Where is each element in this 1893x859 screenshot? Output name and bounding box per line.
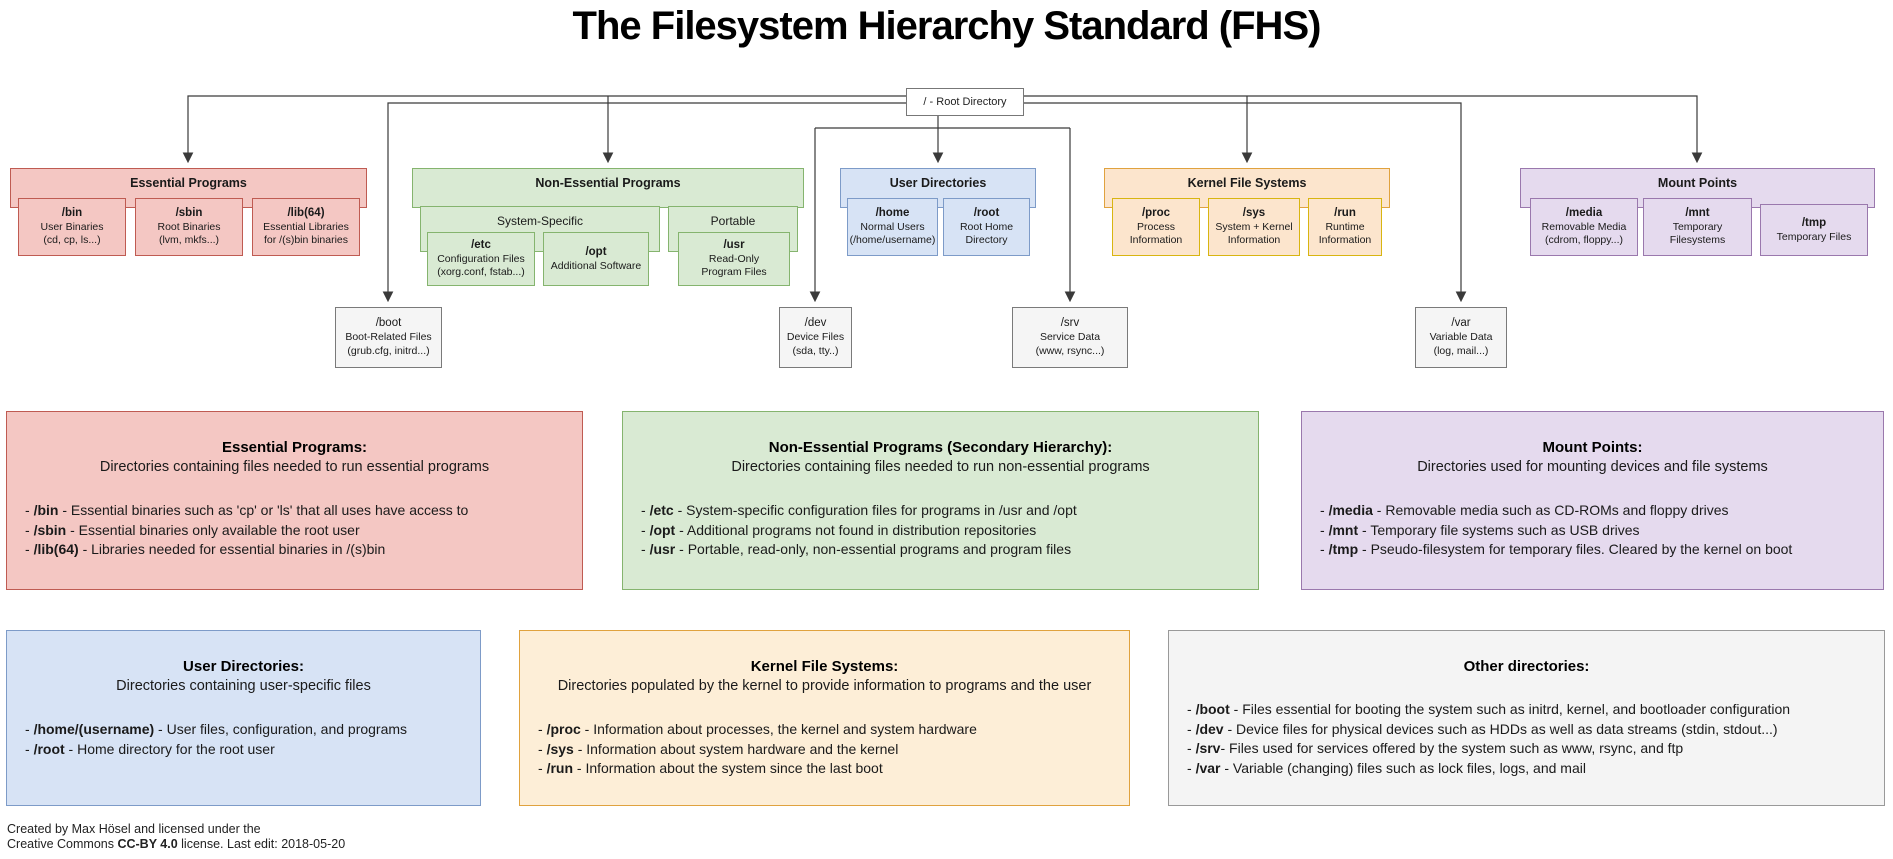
node-home: /home Normal Users (/home/username) xyxy=(847,198,938,256)
page-title: The Filesystem Hierarchy Standard (FHS) xyxy=(572,4,1322,48)
panel-bullets: - /boot - Files essential for booting th… xyxy=(1187,700,1866,778)
bullet-dev: - /dev - Device files for physical devic… xyxy=(1187,720,1778,737)
bullet-var: - /var - Variable (changing) files such … xyxy=(1187,759,1586,776)
node-lib64: /lib(64) Essential Libraries for /(s)bin… xyxy=(252,198,360,256)
node-media: /media Removable Media (cdrom, floppy...… xyxy=(1530,198,1638,256)
panel-bullets: - /etc - System-specific configuration f… xyxy=(641,501,1240,560)
group-user-directories-label: User Directories xyxy=(889,176,987,190)
subgroup-system-specific-label: System-Specific xyxy=(496,214,584,228)
bullet-etc: - /etc - System-specific configuration f… xyxy=(641,502,1077,518)
panel-other-directories: Other directories: - /boot - Files essen… xyxy=(1168,630,1885,806)
bullet-media: - /media - Removable media such as CD-RO… xyxy=(1320,502,1729,518)
panel-mount-points: Mount Points: Directories used for mount… xyxy=(1301,411,1884,590)
bullet-sbin: - /sbin - Essential binaries only availa… xyxy=(25,521,360,538)
node-run: /run Runtime Information xyxy=(1308,198,1382,256)
panel-subtitle: Directories containing files needed to r… xyxy=(731,459,1150,475)
group-kernel-file-systems-label: Kernel File Systems xyxy=(1187,176,1307,190)
node-srv: /srv Service Data (www, rsync...) xyxy=(1012,307,1128,368)
node-proc: /proc Process Information xyxy=(1112,198,1200,256)
node-sbin: /sbin Root Binaries (lvm, mkfs...) xyxy=(135,198,243,256)
bullet-proc: - /proc - Information about processes, t… xyxy=(538,721,977,737)
bullet-sys: - /sys - Information about system hardwa… xyxy=(538,740,899,757)
group-mount-points-label: Mount Points xyxy=(1657,176,1738,190)
root-directory-node: / - Root Directory xyxy=(906,88,1024,116)
subgroup-portable-label: Portable xyxy=(710,214,756,228)
node-var: /var Variable Data (log, mail...) xyxy=(1415,307,1507,368)
panel-kernel-file-systems: Kernel File Systems: Directories populat… xyxy=(519,630,1130,806)
attribution-line-1: Created by Max Hösel and licensed under … xyxy=(7,822,261,836)
panel-nonessential-programs: Non-Essential Programs (Secondary Hierar… xyxy=(622,411,1259,590)
bullet-srv: - /srv- Files used for services offered … xyxy=(1187,740,1684,756)
group-nonessential-programs-label: Non-Essential Programs xyxy=(535,176,681,190)
group-nonessential-programs: Non-Essential Programs xyxy=(412,168,804,208)
panel-bullets: - /bin - Essential binaries such as 'cp'… xyxy=(25,501,564,560)
panel-subtitle: Directories populated by the kernel to p… xyxy=(557,678,1092,694)
panel-subtitle: Directories containing files needed to r… xyxy=(99,459,490,475)
panel-title: Kernel File Systems: xyxy=(750,658,899,675)
panel-bullets: - /proc - Information about processes, t… xyxy=(538,720,1111,779)
bullet-tmp: - /tmp - Pseudo-filesystem for temporary… xyxy=(1320,541,1793,557)
panel-essential-programs: Essential Programs: Directories containi… xyxy=(6,411,583,590)
connector-mount-points xyxy=(1022,95,1703,164)
panel-title: Mount Points: xyxy=(1542,439,1643,456)
bullet-opt: - /opt - Additional programs not found i… xyxy=(641,521,1037,538)
panel-title: Non-Essential Programs (Secondary Hierar… xyxy=(768,439,1113,456)
panel-user-directories: User Directories: Directories containing… xyxy=(6,630,481,806)
root-directory-label: / - Root Directory xyxy=(923,96,1007,108)
bullet-lib64: - /lib(64) - Libraries needed for essent… xyxy=(25,541,386,557)
node-tmp: /tmp Temporary Files xyxy=(1760,204,1868,256)
node-bin: /bin User Binaries (cd, cp, ls...) xyxy=(18,198,126,256)
panel-title: Essential Programs: xyxy=(221,439,368,456)
bullet-usr: - /usr - Portable, read-only, non-essent… xyxy=(641,541,1072,557)
group-essential-programs-label: Essential Programs xyxy=(130,176,247,190)
node-root-home: /root Root Home Directory xyxy=(943,198,1030,256)
node-boot: /boot Boot-Related Files (grub.cfg, init… xyxy=(335,307,442,368)
panel-title: Other directories: xyxy=(1463,658,1590,675)
bullet-run: - /run - Information about the system si… xyxy=(538,760,883,776)
bullet-mnt: - /mnt - Temporary file systems such as … xyxy=(1320,521,1640,538)
bullet-home: - /home/(username) - User files, configu… xyxy=(25,721,408,737)
panel-bullets: - /media - Removable media such as CD-RO… xyxy=(1320,501,1865,560)
bullet-boot: - /boot - Files essential for booting th… xyxy=(1187,701,1791,717)
attribution-footer: Created by Max Hösel and licensed under … xyxy=(7,822,345,852)
bullet-root: - /root - Home directory for the root us… xyxy=(25,740,275,757)
panel-subtitle: Directories containing user-specific fil… xyxy=(116,678,371,694)
panel-title: User Directories: xyxy=(183,658,304,675)
node-opt: /opt Additional Software xyxy=(543,232,649,286)
panel-bullets: - /home/(username) - User files, configu… xyxy=(25,720,462,759)
attribution-line-2: Creative Commons CC-BY 4.0 license. Last… xyxy=(7,837,346,851)
node-sys: /sys System + Kernel Information xyxy=(1208,198,1300,256)
node-mnt: /mnt Temporary Filesystems xyxy=(1643,198,1752,256)
connector-essential-programs xyxy=(182,95,906,164)
node-dev: /dev Device Files (sda, tty..) xyxy=(779,307,852,368)
bullet-bin: - /bin - Essential binaries such as 'cp'… xyxy=(25,502,469,518)
panel-subtitle: Directories used for mounting devices an… xyxy=(1417,459,1768,475)
node-usr: /usr Read-Only Program Files xyxy=(678,232,790,286)
node-etc: /etc Configuration Files (xorg.conf, fst… xyxy=(427,232,535,286)
